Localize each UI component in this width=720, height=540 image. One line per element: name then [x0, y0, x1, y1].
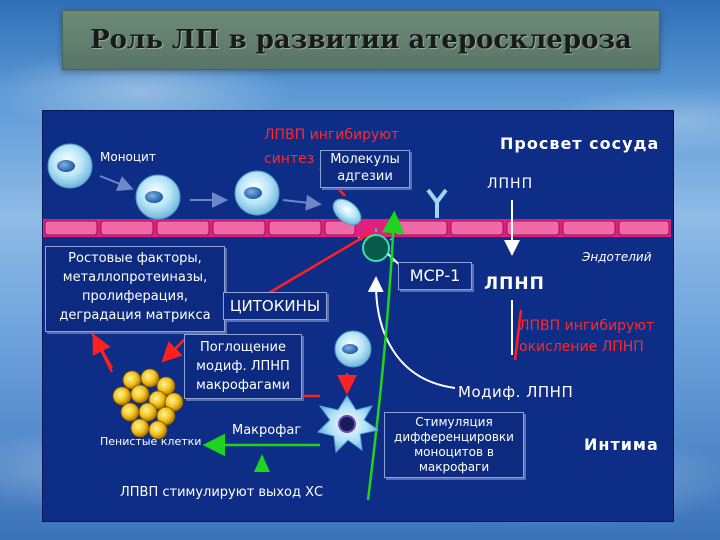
macrophage-label: Макрофаг [232, 423, 302, 438]
hdl-oxid-label-line2: окисление ЛПНП [519, 339, 644, 355]
uptake-line1: Поглощение [199, 340, 286, 355]
cytokines-box: ЦИТОКИНЫ [223, 292, 327, 320]
transmigrating-monocyte [357, 228, 395, 263]
macrophage-cell [317, 395, 380, 454]
adhesion-receptor-icon [426, 188, 448, 218]
uptake-line3: макрофагами [196, 378, 290, 393]
adhesion-line1: Молекулы [330, 152, 400, 167]
monocyte-cell [334, 330, 372, 368]
monocyte-cell [135, 174, 181, 220]
foam-cells-label: Пенистые клетки [100, 435, 202, 448]
hdl-inhibit-label-line1: ЛПВП ингибируют [264, 127, 400, 143]
hdl-green-arrows [202, 210, 405, 501]
growth-line4: деградация матрикса [59, 308, 211, 323]
intima-label: Интима [584, 435, 659, 454]
hdl-oxid-label-line1: ЛПВП ингибируют [519, 318, 655, 334]
hdl-efflux-label: ЛПВП стимулируют выход ХС [120, 485, 324, 500]
modified-ldl-to-mcp1-arrow [367, 276, 456, 389]
stim-line1: Стимуляция [415, 415, 493, 429]
growth-line1: Ростовые факторы, [68, 251, 202, 266]
stimulation-box: Стимуляция дифференцировки моноцитов в м… [384, 412, 524, 478]
ldl-top-label: ЛПНП [487, 176, 534, 192]
mcp1-box: МСР-1 [398, 262, 472, 290]
hdl-efflux-triangle [254, 454, 270, 472]
uptake-box: Поглощение модиф. ЛПНП макрофагами [184, 334, 302, 399]
slide-title: Роль ЛП в развитии атеросклероза [90, 25, 632, 55]
monocyte-cell [234, 170, 280, 216]
hdl-inhibit-label-line2: синтез [264, 151, 315, 167]
growth-line2: металлопротеиназы, [62, 270, 208, 285]
modified-ldl-label: Модиф. ЛПНП [458, 383, 574, 401]
migration-arrows [99, 175, 322, 211]
stim-line3: моноцитов в [414, 445, 494, 459]
lumen-label: Просвет сосуда [500, 134, 660, 153]
stim-line4: макрофаги [418, 460, 490, 474]
stim-line2: дифференцировки [394, 430, 514, 444]
endothelium-layer [43, 219, 671, 237]
monocyte-label: Моноцит [100, 150, 156, 164]
ldl-mid-label: ЛПНП [484, 274, 545, 294]
growth-factors-box: Ростовые факторы, металлопротеиназы, про… [45, 246, 225, 332]
uptake-line2: модиф. ЛПНП [196, 359, 290, 374]
foam-cells-cluster [112, 368, 184, 440]
adhesion-molecules-box: Молекулы адгезии [320, 150, 410, 188]
title-banner: Роль ЛП в развитии атеросклероза [62, 10, 660, 70]
endothelium-label: Эндотелий [582, 250, 652, 264]
monocyte-cell [47, 143, 93, 189]
adhesion-line2: адгезии [337, 169, 393, 184]
growth-line3: пролиферация, [81, 289, 189, 304]
adhering-monocyte [332, 198, 362, 226]
foam-to-growth-arrow [92, 333, 114, 373]
